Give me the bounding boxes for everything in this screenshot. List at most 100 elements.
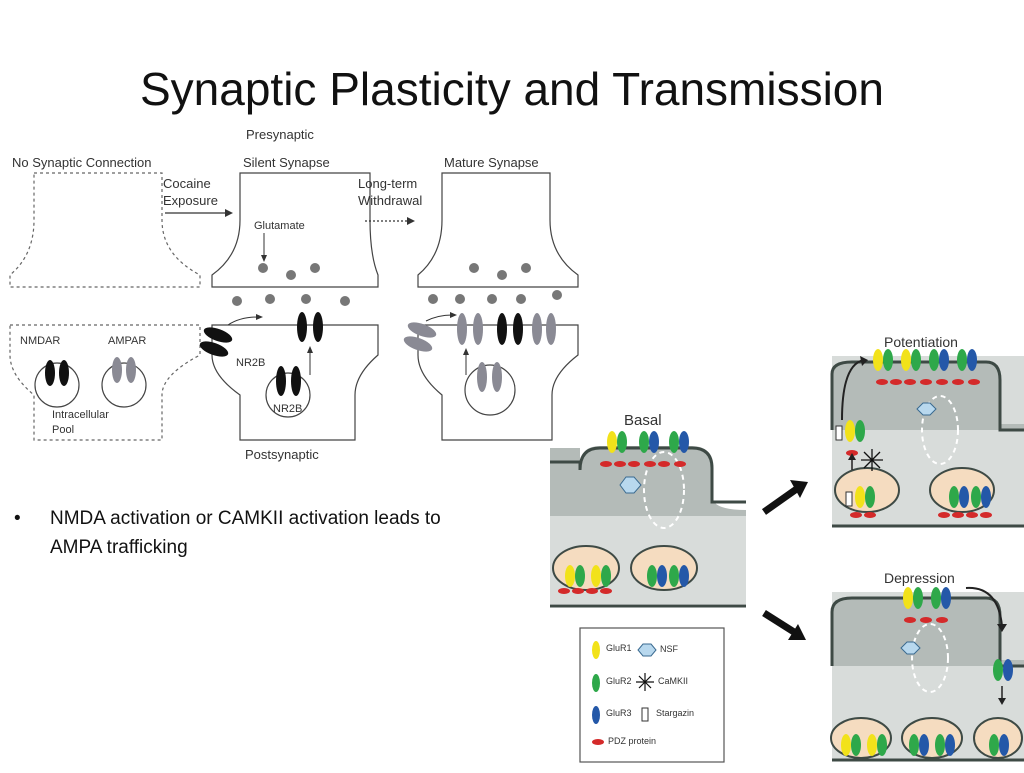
synaptic-nmdar-receptor bbox=[297, 312, 307, 342]
ampar-label: AMPAR bbox=[108, 335, 147, 347]
synaptic-ampar-receptor bbox=[532, 313, 542, 345]
nsf-molecule bbox=[619, 476, 642, 494]
legend-nsf: NSF bbox=[660, 644, 678, 654]
recycling-loop bbox=[921, 395, 959, 465]
lateral-nmdar-receptor bbox=[199, 341, 229, 357]
stargazin-icon bbox=[641, 707, 649, 722]
depression-receptors bbox=[841, 587, 1013, 756]
legend-camkii: CaMKII bbox=[658, 676, 689, 686]
lateral-nmdar-receptor bbox=[203, 327, 233, 343]
nmdar-receptor bbox=[45, 360, 55, 386]
legend-glur2: GluR2 bbox=[606, 676, 632, 686]
arrowhead bbox=[788, 624, 806, 640]
glutamate-molecule bbox=[469, 263, 479, 273]
nr2b-vesicle-label: NR2B bbox=[273, 403, 303, 415]
basal-receptors bbox=[558, 431, 689, 594]
glutamate-molecule bbox=[521, 263, 531, 273]
nsf-molecule bbox=[900, 641, 921, 655]
glutamate-molecule bbox=[310, 263, 320, 273]
synapse-formation-diagram: Presynaptic Postsynaptic No Synaptic Con… bbox=[0, 125, 590, 470]
lateral-diffusion-arrow bbox=[425, 314, 453, 322]
synaptic-ampar-receptor bbox=[473, 313, 483, 345]
pool-label-line1: Intracellular bbox=[52, 409, 109, 421]
nmdar-label: NMDAR bbox=[20, 335, 61, 347]
arrowhead bbox=[450, 312, 457, 318]
synaptic-nmdar-receptor bbox=[513, 313, 523, 345]
ampar-pool-vesicle bbox=[101, 362, 147, 408]
ampa-trafficking-diagram: Basal Potentiation Depression GluR1 GluR… bbox=[546, 330, 1024, 768]
glutamate-molecule bbox=[232, 296, 242, 306]
legend-glur1: GluR1 bbox=[606, 643, 632, 653]
synaptic-nmdar-receptor bbox=[497, 313, 507, 345]
synapse-formation-drawing bbox=[9, 172, 579, 441]
recycling-loop bbox=[643, 451, 685, 529]
arrowhead bbox=[790, 480, 808, 498]
glur1-swatch bbox=[592, 641, 600, 659]
presynaptic-label: Presynaptic bbox=[246, 127, 314, 142]
stage-silent-synapse-label: Silent Synapse bbox=[243, 155, 330, 170]
ampar-receptor bbox=[492, 362, 502, 392]
glutamate-molecule bbox=[552, 290, 562, 300]
stage-mature-synapse-label: Mature Synapse bbox=[444, 155, 539, 170]
withdrawal-label-line1: Long-term bbox=[358, 176, 418, 191]
arrowhead bbox=[307, 346, 313, 353]
potentiation-membrane bbox=[830, 360, 1024, 432]
nr2b-label: NR2B bbox=[236, 357, 266, 369]
arrowhead bbox=[998, 698, 1006, 705]
bullet-list: • NMDA activation or CAMKII activation l… bbox=[14, 504, 454, 562]
nmdar-pool-vesicle bbox=[34, 362, 80, 408]
glur3-swatch bbox=[592, 706, 600, 724]
nmdar-receptor bbox=[59, 360, 69, 386]
glutamate-molecule bbox=[516, 294, 526, 304]
legend-pdz: PDZ protein bbox=[608, 736, 657, 746]
cocaine-label-line2: Exposure bbox=[163, 193, 218, 208]
ampar-vesicle bbox=[464, 364, 516, 416]
withdrawal-label-line2: Withdrawal bbox=[358, 193, 423, 208]
glutamate-label: Glutamate bbox=[254, 220, 305, 232]
basal-label: Basal bbox=[624, 412, 662, 429]
arrowhead bbox=[225, 209, 233, 217]
arrowhead bbox=[261, 255, 267, 262]
ampa-trafficking-drawing bbox=[550, 349, 1024, 763]
synaptic-ampar-receptor bbox=[546, 313, 556, 345]
depression-label: Depression bbox=[884, 570, 955, 586]
pool-label-line2: Pool bbox=[52, 424, 75, 436]
nr2b-receptor bbox=[291, 366, 301, 396]
legend-stargazin: Stargazin bbox=[656, 708, 695, 718]
silent-presynaptic-terminal bbox=[211, 172, 379, 288]
glutamate-molecule bbox=[428, 294, 438, 304]
potentiation-receptors bbox=[835, 349, 992, 518]
arrowhead bbox=[848, 453, 856, 460]
lateral-ampar-receptor bbox=[407, 322, 437, 338]
bullet-item: • NMDA activation or CAMKII activation l… bbox=[14, 504, 454, 562]
lateral-ampar-receptor bbox=[403, 336, 433, 352]
legend-glur3: GluR3 bbox=[606, 708, 632, 718]
arrowhead bbox=[463, 348, 469, 355]
nr2b-vesicle bbox=[265, 372, 311, 418]
postsynaptic-label: Postsynaptic bbox=[245, 447, 319, 462]
glutamate-molecule bbox=[301, 294, 311, 304]
glutamate-molecule bbox=[497, 270, 507, 280]
stage-no-connection-label: No Synaptic Connection bbox=[12, 155, 152, 170]
depression-arrow bbox=[762, 610, 796, 635]
potentiation-arrow bbox=[761, 485, 801, 515]
recycling-loop bbox=[911, 623, 949, 693]
glutamate-molecule bbox=[340, 296, 350, 306]
glur2-swatch bbox=[592, 674, 600, 692]
arrowhead bbox=[256, 314, 263, 320]
slide-title: Synaptic Plasticity and Transmission bbox=[140, 63, 884, 115]
glutamate-molecule bbox=[258, 263, 268, 273]
camkii-star bbox=[861, 449, 883, 471]
synaptic-ampar-receptor bbox=[457, 313, 467, 345]
cocaine-label-line1: Cocaine bbox=[163, 176, 211, 191]
dashed-presynaptic-outline bbox=[9, 172, 201, 288]
glutamate-molecule bbox=[265, 294, 275, 304]
mature-presynaptic-terminal bbox=[417, 172, 579, 288]
bullet-text: NMDA activation or CAMKII activation lea… bbox=[50, 508, 441, 558]
ampar-receptor bbox=[126, 357, 136, 383]
nsf-icon bbox=[637, 643, 657, 657]
glutamate-molecule bbox=[455, 294, 465, 304]
pdz-swatch bbox=[592, 739, 604, 745]
depression-spine-fill bbox=[832, 598, 1024, 666]
endosome bbox=[973, 717, 1023, 759]
